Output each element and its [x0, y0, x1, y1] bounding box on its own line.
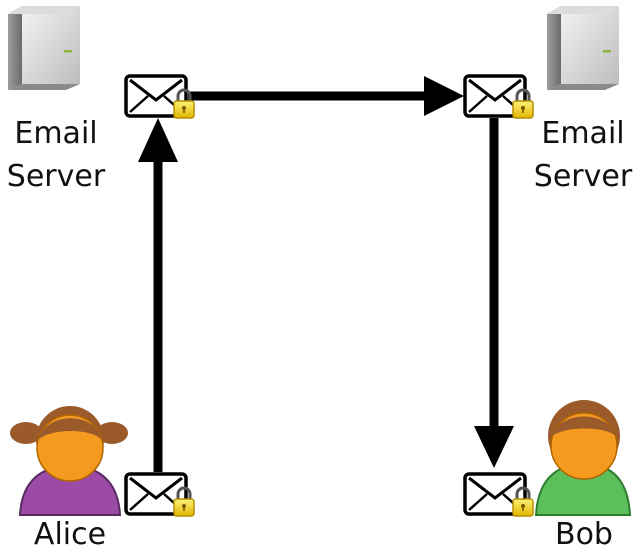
bob-person: Bob: [534, 400, 632, 550]
bob-label: Bob: [555, 517, 613, 550]
envelope-icon: [124, 74, 196, 120]
envelope-icon: [463, 74, 535, 120]
envelope-icon: [124, 472, 196, 518]
alice-person: Alice: [10, 406, 128, 550]
server-left-label-line2: Server: [7, 159, 106, 194]
envelope-icon: [463, 472, 535, 518]
email-server-icon: [547, 6, 619, 90]
server-right-label-line2: Server: [534, 159, 633, 194]
alice-avatar-icon: [10, 406, 128, 516]
bob-avatar-icon: [534, 400, 632, 516]
arrow-server-to-bob: [474, 118, 514, 468]
email-server-icon: [8, 6, 80, 90]
email-server-right: Email Server: [534, 6, 633, 194]
email-server-left: Email Server: [7, 6, 106, 194]
arrow-alice-to-server: [138, 118, 178, 472]
alice-label: Alice: [34, 517, 106, 550]
server-right-label-line1: Email: [541, 116, 624, 151]
arrow-server-to-server: [188, 76, 464, 116]
server-left-label-line1: Email: [14, 116, 97, 151]
